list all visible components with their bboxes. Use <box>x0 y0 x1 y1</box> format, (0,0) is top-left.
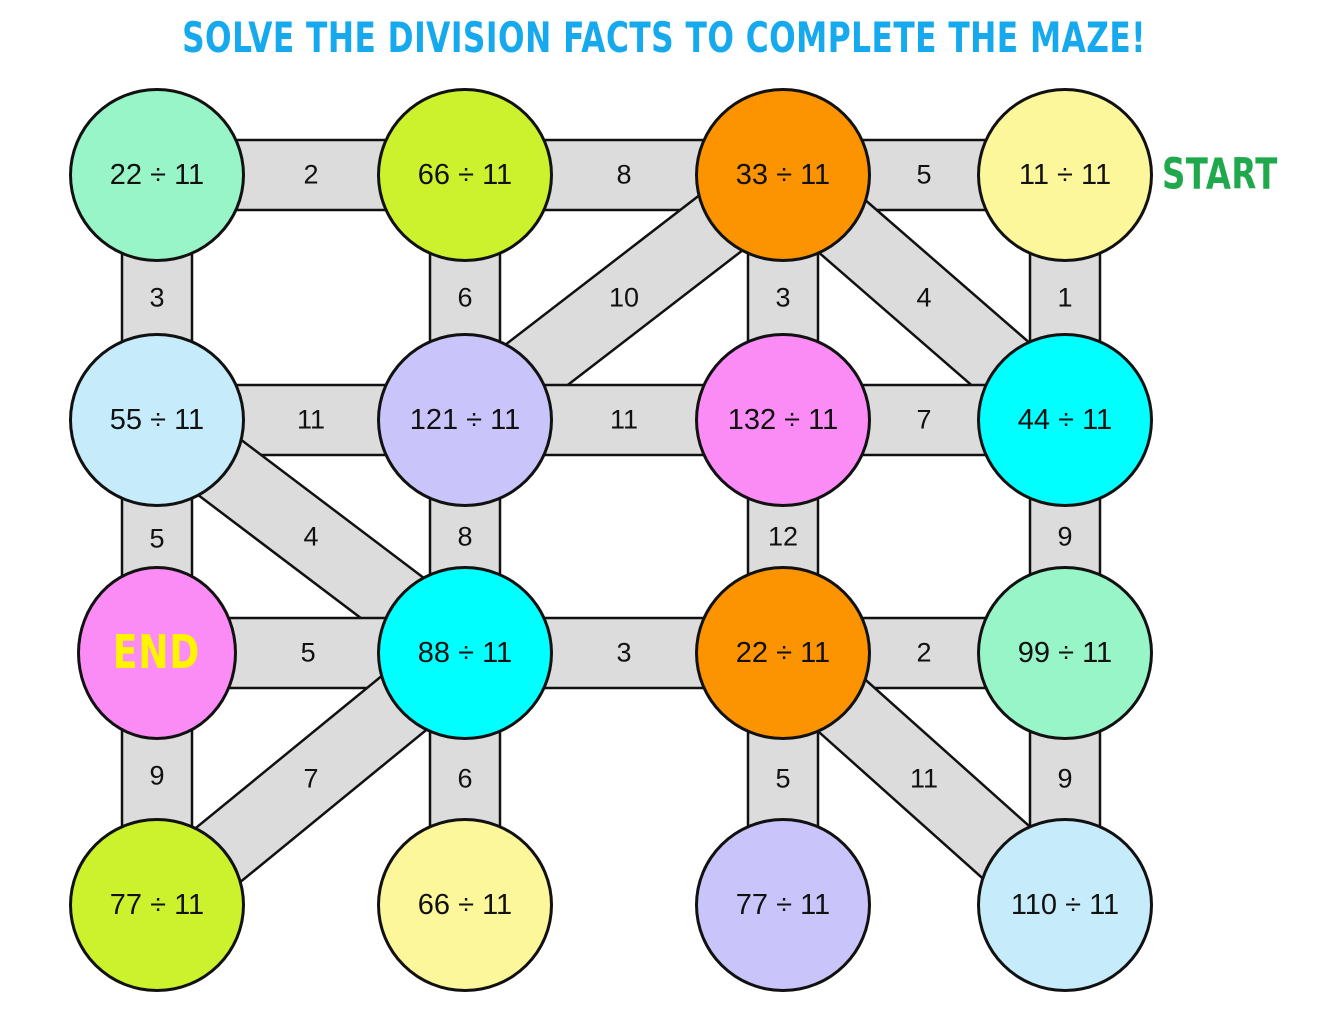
maze-node[interactable]: 110 ÷ 11 <box>977 818 1153 992</box>
division-fact-label: 55 ÷ 11 <box>109 403 205 436</box>
division-fact-label: 99 ÷ 11 <box>1017 636 1113 669</box>
maze-corridor <box>851 383 997 457</box>
maze-node[interactable]: 33 ÷ 11 <box>695 88 871 262</box>
maze-node-end[interactable]: END <box>77 566 237 740</box>
maze-corridor <box>851 616 997 690</box>
maze-node[interactable]: 22 ÷ 11 <box>695 566 871 740</box>
division-fact-label: 132 ÷ 11 <box>727 403 839 436</box>
division-fact-label: 110 ÷ 11 <box>1010 888 1120 921</box>
maze-node[interactable]: 99 ÷ 11 <box>977 566 1153 740</box>
division-fact-label: 11 ÷ 11 <box>1018 158 1112 191</box>
maze-corridor <box>533 616 715 690</box>
maze-node[interactable]: 66 ÷ 11 <box>377 818 553 992</box>
maze-node[interactable]: 121 ÷ 11 <box>377 333 553 507</box>
maze-node[interactable]: 77 ÷ 11 <box>695 818 871 992</box>
maze-node[interactable]: 132 ÷ 11 <box>695 333 871 507</box>
division-fact-label: 77 ÷ 11 <box>109 888 205 921</box>
maze-node[interactable]: 44 ÷ 11 <box>977 333 1153 507</box>
maze-corridor <box>225 383 397 457</box>
maze-node[interactable]: 11 ÷ 11 <box>977 88 1153 262</box>
page-title: SOLVE THE DIVISION FACTS TO COMPLETE THE… <box>182 14 1146 63</box>
start-marker: START <box>1162 150 1278 200</box>
division-fact-label: 33 ÷ 11 <box>735 158 831 191</box>
maze-corridor <box>533 383 715 457</box>
maze-corridor <box>225 138 397 212</box>
maze-node[interactable]: 22 ÷ 11 <box>69 88 245 262</box>
end-marker: END <box>113 626 201 680</box>
division-fact-label: 77 ÷ 11 <box>735 888 831 921</box>
division-fact-label: 88 ÷ 11 <box>417 636 513 669</box>
maze-corridor <box>851 138 997 212</box>
maze-node[interactable]: 66 ÷ 11 <box>377 88 553 262</box>
maze-corridor <box>533 138 715 212</box>
division-fact-label: 44 ÷ 11 <box>1017 403 1113 436</box>
maze-corridor <box>219 616 397 690</box>
division-fact-label: 121 ÷ 11 <box>409 403 521 436</box>
maze-node[interactable]: 77 ÷ 11 <box>69 818 245 992</box>
maze-node[interactable]: 88 ÷ 11 <box>377 566 553 740</box>
division-fact-label: 66 ÷ 11 <box>417 158 513 191</box>
maze-node[interactable]: 55 ÷ 11 <box>69 333 245 507</box>
division-fact-label: 22 ÷ 11 <box>735 636 831 669</box>
division-fact-label: 66 ÷ 11 <box>417 888 513 921</box>
division-fact-label: 22 ÷ 11 <box>109 158 205 191</box>
